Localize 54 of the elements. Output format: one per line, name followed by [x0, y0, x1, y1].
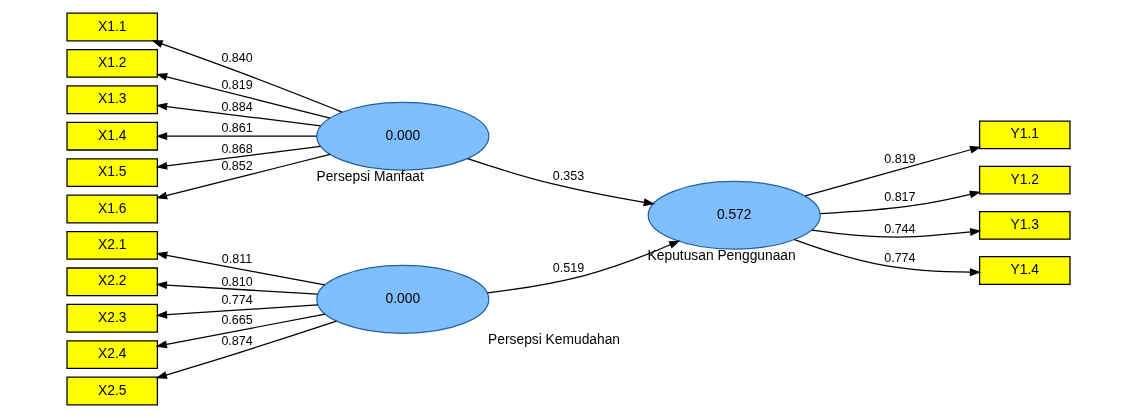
edge-label: 0.819	[883, 151, 916, 166]
arrow	[804, 145, 981, 197]
edge-label: 0.744	[883, 221, 916, 236]
node-box: X2.4	[65, 340, 158, 370]
node-ellipse: 0.000	[315, 101, 489, 171]
node-box: X2.2	[65, 267, 158, 297]
arrow	[155, 153, 331, 200]
node-box: Y1.3	[978, 210, 1071, 240]
edge-label: 0.884	[220, 100, 253, 115]
edge-label: 0.840	[220, 51, 253, 66]
node-ellipse: 0.000	[315, 264, 489, 334]
edge-label: 0.817	[883, 190, 916, 205]
node-box: X1.5	[65, 158, 158, 188]
arrow	[486, 240, 680, 294]
node-box: X1.1	[65, 12, 158, 42]
arrow	[466, 158, 655, 207]
edge-label: 0.852	[220, 159, 253, 174]
edge-label: 0.665	[220, 313, 253, 328]
arrow	[155, 281, 318, 295]
edge-label: 0.810	[220, 274, 253, 289]
node-box: X1.4	[65, 121, 158, 151]
edge-label: 0.353	[552, 169, 584, 184]
edge-label: 0.519	[552, 260, 584, 275]
node-box: X1.3	[65, 85, 158, 115]
arrow	[155, 132, 317, 141]
edge-label: 0.874	[220, 333, 253, 348]
node-box: X1.6	[65, 194, 158, 224]
edge-label: 0.861	[220, 121, 253, 136]
arrow	[155, 251, 325, 286]
arrow	[793, 238, 981, 277]
node-box: Y1.2	[978, 165, 1071, 195]
arrow	[155, 73, 331, 119]
node-label: Persepsi Manfaat	[315, 169, 424, 185]
arrow	[155, 304, 318, 319]
arrow	[150, 40, 343, 113]
node-box: X2.1	[65, 230, 158, 260]
node-box: X2.5	[65, 376, 158, 406]
arrow	[155, 320, 337, 379]
arrow	[810, 228, 981, 238]
node-label: Persepsi Kemudahan	[487, 332, 620, 348]
arrow	[819, 190, 981, 215]
edge-label: 0.811	[221, 251, 252, 266]
node-box: Y1.1	[978, 120, 1071, 150]
node-box: X2.3	[65, 303, 158, 333]
edge-label: 0.774	[220, 293, 253, 308]
node-label: Keputusan Penggunaan	[647, 248, 796, 264]
node-box: X1.2	[65, 48, 158, 78]
edge-label: 0.868	[220, 141, 253, 156]
arrow	[155, 145, 321, 170]
edge-label: 0.774	[883, 250, 916, 265]
arrow	[155, 313, 326, 349]
arrow	[155, 102, 321, 127]
node-box: Y1.4	[978, 256, 1071, 285]
edge-label: 0.819	[220, 77, 253, 92]
